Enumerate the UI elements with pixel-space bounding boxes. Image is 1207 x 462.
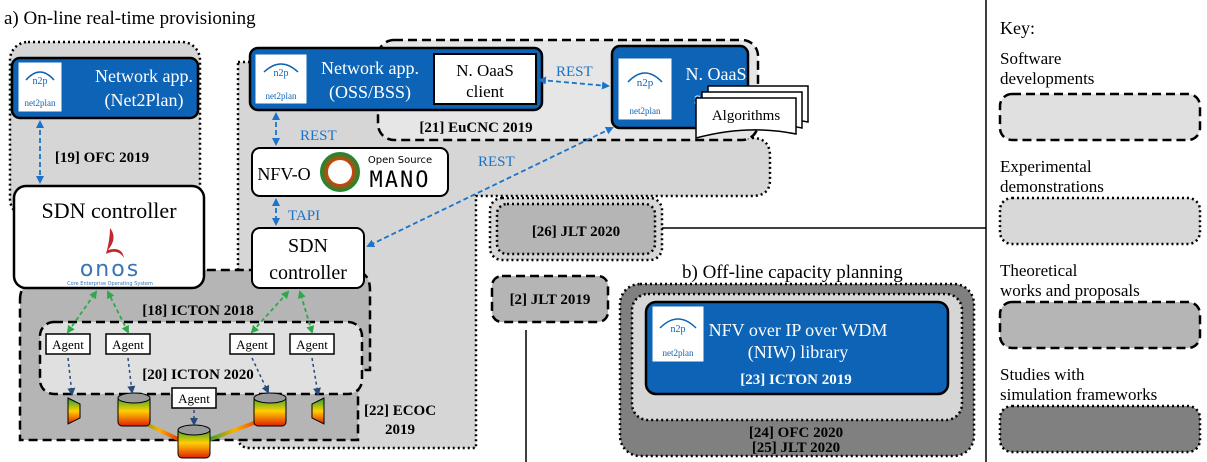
sdn-controller-2-line2: controller bbox=[269, 262, 347, 284]
key-theoretical-swatch bbox=[998, 300, 1202, 350]
tapi-label: TAPI bbox=[288, 208, 320, 224]
ref-ofc2019: [19] OFC 2019 bbox=[55, 150, 149, 166]
net2plan-logo-text-1: net2plan bbox=[25, 98, 56, 108]
ref-ecoc2019-line1: [22] ECOC bbox=[364, 403, 436, 419]
key-experimental-line1: Experimental bbox=[1000, 157, 1092, 176]
key-theoretical-line1: Theoretical bbox=[1000, 261, 1078, 280]
offline-section-title: b) Off-line capacity planning bbox=[682, 262, 903, 283]
ref-icton2018: [18] ICTON 2018 bbox=[142, 303, 253, 319]
icton2020-region bbox=[38, 320, 364, 396]
ref-eucnc2019: [21] EuCNC 2019 bbox=[419, 120, 532, 136]
key-software-line1: Software bbox=[1000, 49, 1061, 68]
agent-2-label: Agent bbox=[112, 337, 144, 352]
ref-icton2020: [20] ICTON 2020 bbox=[142, 367, 253, 383]
agent-1-label: Agent bbox=[52, 337, 84, 352]
onos-logo: onos Core Enterprise Operating System bbox=[67, 228, 153, 287]
key-experimental-line2: demonstrations bbox=[1000, 177, 1104, 196]
key-software-swatch bbox=[998, 92, 1202, 142]
agent-2: Agent bbox=[105, 333, 151, 355]
key-studies-line1: Studies with bbox=[1000, 365, 1085, 384]
n2p-logo-text-2: n2p bbox=[274, 68, 289, 79]
optical-network bbox=[67, 392, 325, 459]
agent-3: Agent bbox=[229, 333, 275, 355]
net2plan-logo-2: n2p net2plan bbox=[254, 53, 308, 105]
net2plan-logo-text-2: net2plan bbox=[266, 91, 297, 101]
ref-icton2019: [23] ICTON 2019 bbox=[740, 372, 851, 388]
oaas-server-line1: N. OaaS bbox=[686, 64, 747, 84]
online-section-title: a) On-line real-time provisioning bbox=[4, 8, 256, 29]
ref-jlt2019: [2] JLT 2019 bbox=[510, 292, 591, 308]
agent-5: Agent bbox=[171, 387, 217, 409]
rest-label-1: REST bbox=[300, 128, 337, 144]
agent-device-links bbox=[67, 357, 321, 426]
agent-4-label: Agent bbox=[296, 337, 328, 352]
net2plan-logo-3: n2p net2plan bbox=[617, 57, 673, 121]
netapp1-line1: Network app. bbox=[95, 66, 193, 86]
agent-3-label: Agent bbox=[236, 337, 268, 352]
net2plan-logo-text-4: net2plan bbox=[663, 348, 694, 358]
key-studies-swatch bbox=[998, 404, 1202, 454]
algorithms-document-icon: Algorithms bbox=[695, 85, 809, 139]
net2plan-logo-4: n2p net2plan bbox=[651, 305, 705, 363]
agent-4: Agent bbox=[289, 333, 335, 355]
agent-5-label: Agent bbox=[178, 391, 210, 406]
key-software-line2: developments bbox=[1000, 69, 1094, 88]
oaas-client-box bbox=[433, 53, 537, 105]
net2plan-logo-1: n2p net2plan bbox=[17, 61, 63, 113]
niw-line2: (NIW) library bbox=[748, 342, 848, 363]
sdn-controller-1-box bbox=[12, 184, 206, 290]
sdn-controller-2-box bbox=[251, 227, 365, 289]
key-theoretical-line2: works and proposals bbox=[1000, 281, 1140, 300]
agent-control-links bbox=[66, 290, 315, 334]
n2p-logo-text-1: n2p bbox=[33, 76, 48, 87]
agent-1: Agent bbox=[45, 333, 91, 355]
net2plan-logo-text-3: net2plan bbox=[630, 106, 661, 116]
key-experimental-swatch bbox=[998, 196, 1202, 246]
netapp2-line2: (OSS/BSS) bbox=[329, 82, 411, 103]
netapp1-line2: (Net2Plan) bbox=[105, 90, 184, 111]
oaas-client-line1: N. OaaS bbox=[456, 61, 514, 80]
mano-logo-subtitle: Open Source bbox=[368, 155, 432, 166]
onos-logo-text: onos bbox=[80, 257, 140, 282]
netapp2-line1: Network app. bbox=[321, 58, 419, 78]
key-title: Key: bbox=[1000, 18, 1035, 38]
ref-jlt2020-26: [26] JLT 2020 bbox=[532, 224, 620, 240]
sdn-controller-2-line1: SDN bbox=[288, 235, 328, 257]
oaas-client-line2: client bbox=[466, 82, 504, 101]
sdn-controller-1-label: SDN controller bbox=[41, 198, 177, 223]
ref-ofc2020: [24] OFC 2020 bbox=[749, 425, 843, 441]
algorithms-label: Algorithms bbox=[712, 108, 780, 124]
rest-label-3: REST bbox=[478, 154, 515, 170]
jlt2019-box bbox=[490, 274, 610, 324]
nfvo-label: NFV-O bbox=[257, 164, 310, 184]
niw-line1: NFV over IP over WDM bbox=[709, 320, 888, 340]
mano-logo-text: MANO bbox=[370, 168, 431, 193]
niw-library-box bbox=[644, 300, 950, 396]
interface-links bbox=[36, 76, 614, 247]
ref-jlt2020-25: [25] JLT 2020 bbox=[752, 440, 840, 456]
key-studies-line2: simulation frameworks bbox=[1000, 385, 1157, 404]
rest-label-2: REST bbox=[556, 64, 593, 80]
onos-logo-subtitle: Core Enterprise Operating System bbox=[67, 281, 153, 287]
ref-ecoc2019-line2: 2019 bbox=[385, 422, 415, 438]
n2p-logo-text-3: n2p bbox=[637, 77, 654, 89]
n2p-logo-text-4: n2p bbox=[671, 324, 686, 335]
